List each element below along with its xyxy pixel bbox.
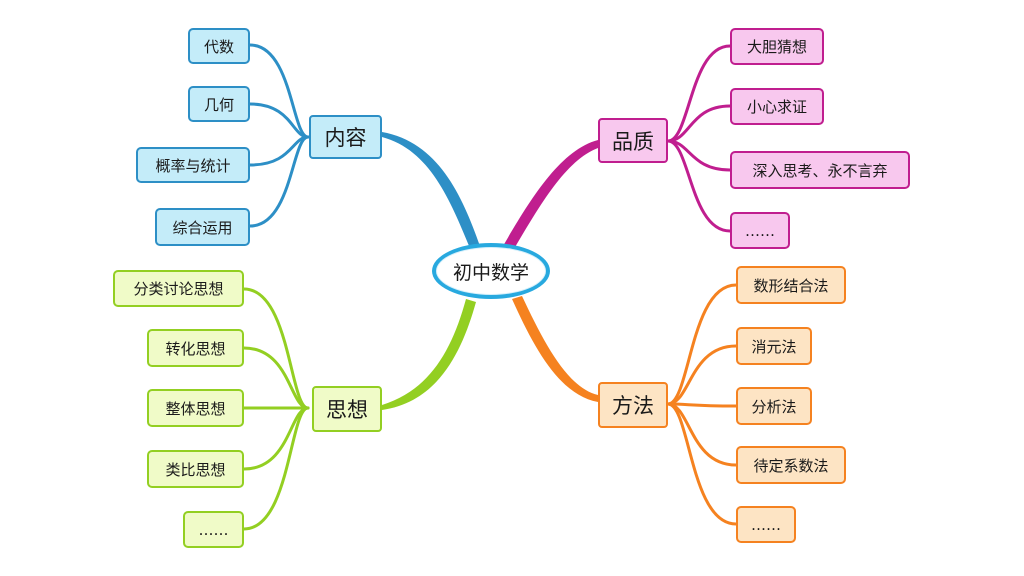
leaf-method-3[interactable]: 分析法	[736, 387, 812, 425]
link-quality-2	[666, 104, 732, 143]
link-method-1	[666, 283, 738, 406]
link-quality-4	[666, 139, 732, 233]
link-thought-4	[242, 406, 310, 471]
ribbon-quality	[503, 140, 598, 249]
branch-content[interactable]: 内容	[309, 115, 382, 159]
link-quality-1	[666, 44, 732, 143]
leaf-quality-2[interactable]: 小心求证	[730, 88, 824, 125]
leaf-quality-1[interactable]: 大胆猜想	[730, 28, 824, 65]
leaf-method-2[interactable]: 消元法	[736, 327, 812, 365]
link-method-2	[666, 344, 738, 406]
leaf-method-4[interactable]: 待定系数法	[736, 446, 846, 484]
ribbon-content	[382, 132, 480, 248]
leaf-quality-3[interactable]: 深入思考、永不言弃	[730, 151, 910, 189]
leaf-content-4[interactable]: 综合运用	[155, 208, 250, 246]
leaf-content-1[interactable]: 代数	[188, 28, 250, 64]
leaf-thought-2[interactable]: 转化思想	[147, 329, 244, 367]
link-thought-2	[242, 346, 310, 410]
leaf-quality-4[interactable]: ……	[730, 212, 790, 249]
link-content-1	[248, 43, 310, 139]
leaf-thought-1[interactable]: 分类讨论思想	[113, 270, 244, 307]
leaf-thought-4[interactable]: 类比思想	[147, 450, 244, 488]
link-thought-1	[242, 287, 310, 410]
link-content-4	[248, 135, 310, 228]
leaf-content-3[interactable]: 概率与统计	[136, 147, 250, 183]
leaf-thought-3[interactable]: 整体思想	[147, 389, 244, 427]
link-method-3	[666, 402, 738, 408]
link-thought-5	[242, 406, 310, 531]
leaf-content-2[interactable]: 几何	[188, 86, 250, 122]
branch-method[interactable]: 方法	[598, 382, 668, 428]
center-topic[interactable]: 初中数学	[432, 243, 550, 299]
branch-quality[interactable]: 品质	[598, 118, 668, 163]
link-method-5	[666, 402, 738, 526]
leaf-thought-5[interactable]: ……	[183, 511, 244, 548]
ribbon-thought	[382, 299, 476, 410]
link-content-2	[248, 102, 310, 139]
ribbon-method	[512, 296, 598, 402]
leaf-method-5[interactable]: ……	[736, 506, 796, 543]
branch-thought[interactable]: 思想	[312, 386, 382, 432]
leaf-method-1[interactable]: 数形结合法	[736, 266, 846, 304]
